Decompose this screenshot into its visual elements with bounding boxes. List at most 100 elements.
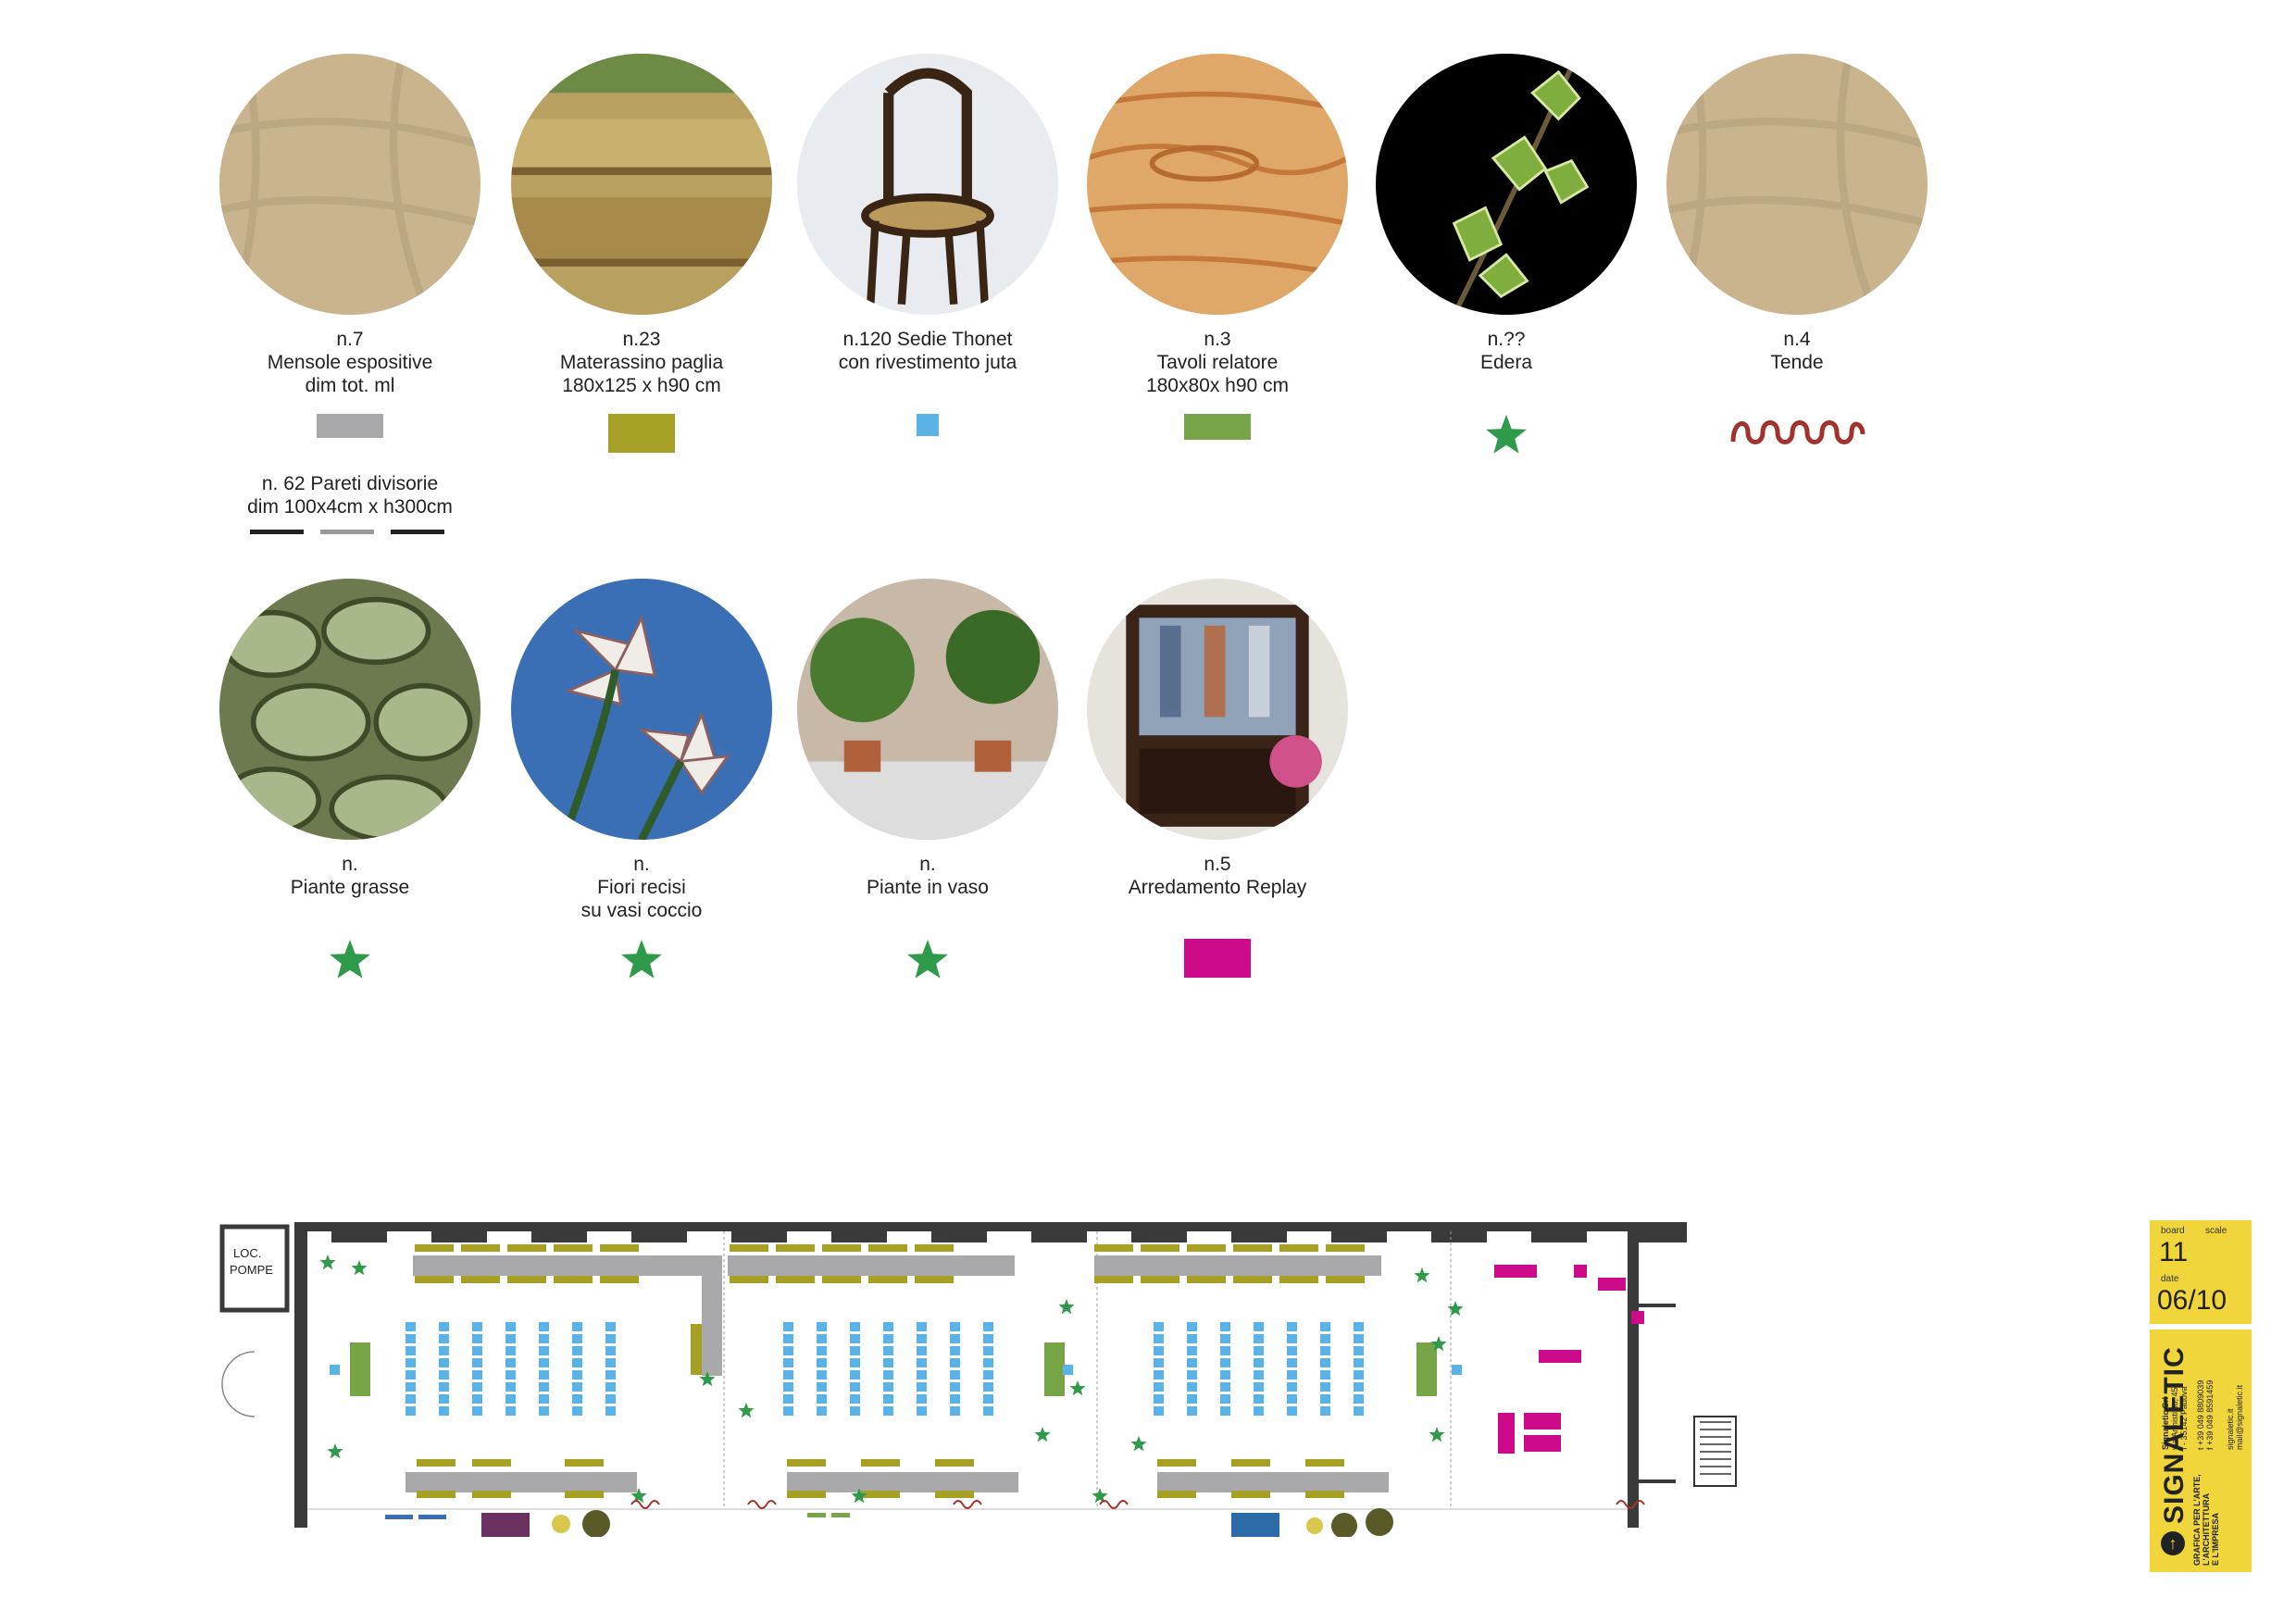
chair: [472, 1346, 482, 1355]
wall-pier: [1131, 1222, 1187, 1242]
chair: [1220, 1334, 1230, 1343]
chair: [1220, 1346, 1230, 1355]
chair: [1354, 1370, 1364, 1380]
chair: [472, 1322, 482, 1331]
chair: [850, 1346, 860, 1355]
chair: [406, 1394, 416, 1404]
plant-star: [699, 1371, 716, 1387]
date-value: 06/10: [2157, 1285, 2227, 1316]
chair: [983, 1346, 993, 1355]
company-phones: t +39 049 8809039 f +39 049 8591459: [2196, 1380, 2215, 1450]
chair: [983, 1322, 993, 1331]
straw-mat: [1094, 1276, 1133, 1283]
straw-mat: [1305, 1491, 1344, 1498]
wall-pier: [331, 1222, 387, 1242]
chair: [1320, 1394, 1330, 1404]
legend-symbol: [1367, 414, 1645, 456]
plant-star: [1430, 1336, 1447, 1352]
star-icon: [1486, 415, 1527, 454]
curtain: [1099, 1500, 1129, 1509]
shelf: [728, 1255, 1015, 1276]
caption-line: n.120 Sedie Thonet: [842, 329, 1013, 350]
shelf: [787, 1472, 1018, 1492]
caption-line: Fiori recisi: [597, 877, 686, 898]
plant-star: [1130, 1436, 1147, 1452]
chair: [1154, 1382, 1164, 1392]
wall-pier: [931, 1222, 987, 1242]
legend-symbol: [503, 414, 780, 453]
straw-mat: [417, 1491, 455, 1498]
chair: [983, 1334, 993, 1343]
replay-furniture: [1524, 1435, 1561, 1452]
replay-furniture: [1498, 1413, 1515, 1454]
curtain: [1616, 1500, 1645, 1509]
chair: [539, 1370, 549, 1380]
shelf: [406, 1472, 637, 1492]
straw-mat: [1231, 1491, 1270, 1498]
wall-pier: [1431, 1222, 1487, 1242]
plant-star: [1092, 1488, 1108, 1504]
chair: [1187, 1382, 1197, 1392]
straw-bales-photo: [511, 54, 772, 315]
chair: [1154, 1322, 1164, 1331]
chair: [1220, 1394, 1230, 1404]
straw-mat: [600, 1276, 639, 1283]
phone-line: t +39 049 8809039: [2196, 1380, 2205, 1450]
chair: [605, 1322, 616, 1331]
straw-mat: [461, 1276, 500, 1283]
chair: [883, 1394, 893, 1404]
star-icon: [907, 940, 948, 979]
wall-pier: [531, 1222, 587, 1242]
chair: [1154, 1346, 1164, 1355]
chair: [1287, 1334, 1297, 1343]
shelf-symbol: [317, 414, 383, 438]
straw-mat: [417, 1459, 455, 1467]
brand-tagline: GRAFICA PER L'ARTE, L'ARCHITETTURA E L'I…: [2192, 1474, 2220, 1566]
chair: [783, 1370, 793, 1380]
chair: [539, 1358, 549, 1367]
chair: [406, 1358, 416, 1367]
plant-star: [1447, 1301, 1464, 1317]
plant-star: [351, 1260, 368, 1276]
straw-mat: [415, 1244, 454, 1252]
chair: [1220, 1358, 1230, 1367]
floor-plan: LOC.POMPE: [219, 1222, 1737, 1537]
chair: [917, 1322, 927, 1331]
plant-star: [1058, 1299, 1075, 1315]
wall-pier: [1631, 1222, 1687, 1242]
chair: [1320, 1370, 1330, 1380]
chair: [1254, 1358, 1264, 1367]
chair: [1287, 1394, 1297, 1404]
caption-line: su vasi coccio: [580, 900, 703, 921]
plant-star: [630, 1488, 647, 1504]
chair: [1220, 1370, 1230, 1380]
plant-star: [1414, 1267, 1430, 1283]
speaker-table: [1416, 1342, 1437, 1396]
straw-mat: [600, 1244, 639, 1252]
company-address: Signaletic Srl via Armistizio, 45 I - 35…: [2161, 1386, 2189, 1450]
shelf: [702, 1255, 722, 1376]
chair: [1187, 1358, 1197, 1367]
shelf: [413, 1255, 709, 1276]
straw-mat: [730, 1276, 768, 1283]
chair: [472, 1334, 482, 1343]
room-label: POMPE: [230, 1263, 273, 1277]
chair: [539, 1382, 549, 1392]
speaker-chair: [1063, 1365, 1073, 1375]
legend-caption: n.??Edera: [1367, 328, 1645, 397]
chair: [1287, 1346, 1297, 1355]
replay-furniture: [1524, 1413, 1561, 1429]
straw-mat: [565, 1491, 604, 1498]
chair: [817, 1334, 827, 1343]
legend-symbol: [1658, 414, 1936, 451]
chair: [505, 1346, 516, 1355]
chair: [1187, 1334, 1197, 1343]
chair: [1220, 1406, 1230, 1416]
caption-line: 180x125 x h90 cm: [562, 375, 721, 396]
chair: [783, 1358, 793, 1367]
furniture-symbol: [1184, 939, 1251, 978]
chair: [983, 1358, 993, 1367]
chair: [1187, 1406, 1197, 1416]
